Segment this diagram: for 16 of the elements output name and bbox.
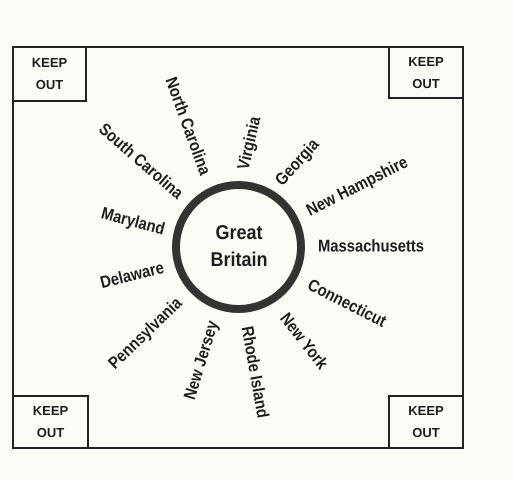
state-label: Rhode Island bbox=[238, 324, 272, 420]
corner-label: KEEP OUT bbox=[407, 402, 445, 442]
corner-box bbox=[12, 46, 87, 102]
corner-label: KEEP OUT bbox=[30, 54, 68, 94]
corner-box bbox=[388, 46, 464, 99]
center-label: Great Britain bbox=[209, 221, 268, 273]
corner-label: KEEP OUT bbox=[32, 402, 70, 442]
state-label: New Jersey bbox=[180, 318, 222, 402]
state-label: Virginia bbox=[234, 114, 264, 172]
corner-box bbox=[388, 395, 464, 449]
state-label: Massachusetts bbox=[318, 238, 424, 254]
corner-label: KEEP OUT bbox=[407, 52, 445, 92]
corner-box bbox=[12, 395, 89, 449]
state-label: Delaware bbox=[98, 258, 166, 292]
frame-border bbox=[12, 46, 464, 449]
state-label: Maryland bbox=[99, 204, 167, 238]
